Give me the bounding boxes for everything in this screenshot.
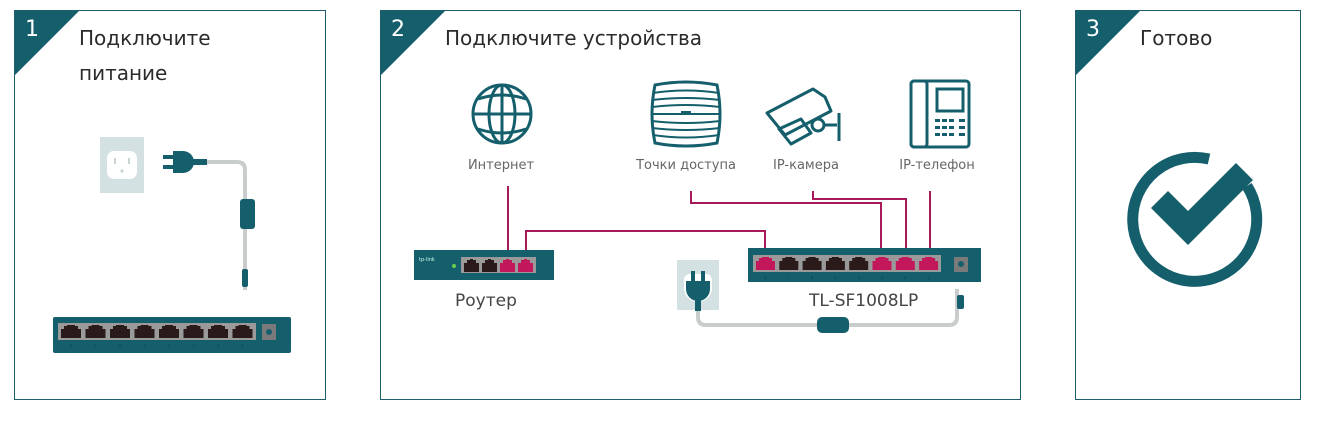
port-number-label: 5 bbox=[143, 343, 146, 348]
check-circle-icon bbox=[1127, 151, 1263, 287]
step-number: 2 bbox=[391, 17, 405, 42]
power-connector bbox=[242, 269, 248, 287]
port-number-label: 8 bbox=[70, 343, 73, 348]
access-point-icon bbox=[650, 80, 722, 148]
power-adapter-brick bbox=[817, 317, 849, 333]
connected-ethernet-port bbox=[518, 259, 533, 272]
device-label-internet: Интернет bbox=[467, 158, 535, 173]
port-number-label: 5 bbox=[834, 275, 837, 280]
ethernet-port bbox=[159, 325, 179, 338]
step-number: 3 bbox=[1086, 17, 1100, 42]
step-corner-badge bbox=[15, 11, 79, 75]
step-corner-badge bbox=[381, 11, 445, 75]
ethernet-port bbox=[825, 257, 845, 270]
ethernet-port bbox=[134, 325, 155, 338]
port-number-label: 8 bbox=[764, 275, 767, 280]
ethernet-port bbox=[85, 325, 106, 338]
connected-ethernet-port bbox=[500, 259, 515, 272]
ethernet-port bbox=[232, 325, 253, 338]
port-number-label: 3 bbox=[881, 275, 884, 280]
port-number-label: 4 bbox=[168, 343, 171, 348]
router-label: Роутер bbox=[455, 291, 517, 311]
port-number-label: 7 bbox=[788, 275, 791, 280]
globe-icon bbox=[471, 83, 533, 145]
port-number-label: 4 bbox=[858, 275, 861, 280]
connected-ethernet-port bbox=[756, 257, 775, 270]
ethernet-port bbox=[802, 257, 822, 270]
port-number-label: 6 bbox=[119, 343, 122, 348]
ethernet-port bbox=[464, 259, 479, 272]
router-device: tp-link bbox=[414, 250, 554, 280]
step-1-panel: 1 Подключите питание 8 7 6 5 4 3 2 1 bbox=[14, 10, 326, 400]
network-cables bbox=[507, 186, 931, 259]
ethernet-port bbox=[849, 257, 869, 270]
switch-device: 8 7 6 5 4 3 2 1 bbox=[748, 248, 981, 282]
port-number-label: 2 bbox=[217, 343, 220, 348]
cable-ap-switch bbox=[690, 191, 882, 259]
port-number-label: 1 bbox=[927, 275, 930, 280]
power-cable bbox=[207, 160, 247, 290]
power-plug-icon bbox=[163, 151, 207, 173]
switch-model-label: TL-SF1008LP bbox=[809, 291, 919, 311]
ethernet-port bbox=[110, 325, 130, 338]
power-adapter-brick bbox=[240, 199, 255, 229]
port-number-label: 7 bbox=[94, 343, 97, 348]
step-title: Подключите устройства bbox=[445, 26, 703, 50]
cable-router-switch bbox=[525, 230, 766, 259]
device-label-ip-camera: IP-камера bbox=[773, 158, 839, 173]
ethernet-port bbox=[779, 257, 799, 270]
connected-ethernet-port bbox=[919, 257, 939, 270]
port-number-label: 3 bbox=[192, 343, 195, 348]
ethernet-port bbox=[482, 259, 497, 272]
port-number-label: 2 bbox=[904, 275, 907, 280]
ip-camera-icon bbox=[765, 87, 841, 146]
step-title-line-1: Подключите bbox=[79, 26, 211, 50]
port-number-label: 6 bbox=[811, 275, 814, 280]
router-led bbox=[452, 264, 456, 268]
ethernet-port bbox=[208, 325, 228, 338]
step-number: 1 bbox=[25, 17, 39, 42]
step-2-panel: 2 Подключите устройства bbox=[380, 10, 1021, 400]
router-brand: tp-link bbox=[419, 257, 435, 263]
ip-phone-icon bbox=[909, 79, 971, 149]
connected-ethernet-port bbox=[895, 257, 915, 270]
cable-camera-switch bbox=[812, 191, 907, 259]
step-corner-badge bbox=[1076, 11, 1140, 75]
power-connector bbox=[957, 295, 964, 309]
device-label-ip-phone: IP-телефон bbox=[899, 158, 975, 173]
connected-ethernet-port bbox=[872, 257, 892, 270]
switch-device: 8 7 6 5 4 3 2 1 bbox=[53, 317, 291, 353]
port-number-label: 1 bbox=[241, 343, 244, 348]
ethernet-port bbox=[183, 325, 204, 338]
step-title-line-2: питание bbox=[79, 61, 168, 85]
power-illustration: 8 7 6 5 4 3 2 1 bbox=[53, 137, 291, 353]
step-title: Готово bbox=[1140, 26, 1213, 50]
step-3-panel: 3 Готово bbox=[1075, 10, 1301, 400]
devices-illustration: tp-link 8 7 6 5 4 3 2 1 bbox=[414, 79, 981, 333]
power-outlet-with-plug-icon bbox=[677, 260, 719, 311]
device-label-access-points: Точки доступа bbox=[636, 158, 736, 173]
ethernet-port bbox=[61, 325, 81, 338]
power-outlet-icon bbox=[100, 137, 144, 193]
step-title: Подключите питание bbox=[79, 21, 211, 91]
